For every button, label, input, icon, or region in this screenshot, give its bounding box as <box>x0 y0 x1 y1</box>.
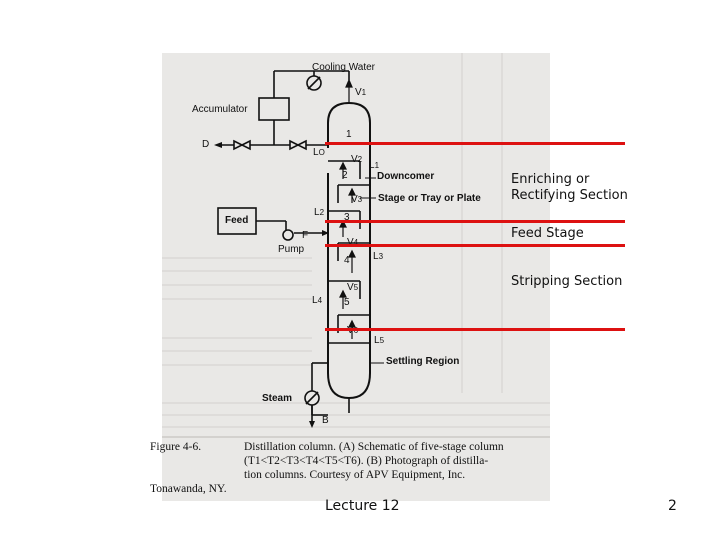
v5-label: V5 <box>347 282 359 293</box>
caption-line-4: Tonawanda, NY. <box>150 483 227 495</box>
lecture-label: Lecture 12 <box>325 498 400 514</box>
cooling-water-label: Cooling Water <box>312 62 375 73</box>
l3-label: L3 <box>373 251 384 262</box>
downcomer-label: Downcomer <box>377 171 435 182</box>
stage-5-label: 5 <box>344 297 350 308</box>
column-shell <box>327 101 371 373</box>
f-label: F <box>302 230 309 241</box>
pump-label: Pump <box>278 244 305 255</box>
pump <box>282 229 294 241</box>
distillation-column-figure: Cooling Water Accumulator D LO V1 1 V2 L… <box>150 53 550 501</box>
v3-label: V3 <box>351 194 363 205</box>
v1-label: V1 <box>355 87 367 98</box>
feed-label: Feed <box>225 215 249 226</box>
red-line-feed-upper <box>325 220 625 223</box>
enriching-section-label: Enriching or Rectifying Section <box>511 172 628 204</box>
l1-label: L1 <box>369 160 380 171</box>
red-line-top <box>325 142 625 145</box>
accumulator-label: Accumulator <box>192 104 248 115</box>
stripping-section-label: Stripping Section <box>511 274 623 289</box>
lo-label: LO <box>313 147 325 158</box>
l4-label: L4 <box>312 295 323 306</box>
red-line-bottom <box>325 328 625 331</box>
v2-label: V2 <box>351 154 363 165</box>
stage-1-label: 1 <box>346 129 352 140</box>
stage-tray-plate-label: Stage or Tray or Plate <box>378 193 481 204</box>
caption-line-2: (T1<T2<T3<T4<T5<T6). (B) Photograph of d… <box>244 455 489 467</box>
red-line-feed-lower <box>325 244 625 247</box>
accumulator-vessel <box>258 97 290 121</box>
column-schematic <box>162 53 550 438</box>
stage-2-label: 2 <box>342 170 348 181</box>
figure-number: Figure 4-6. <box>150 441 202 453</box>
l5-label: L5 <box>374 335 385 346</box>
page-number: 2 <box>668 498 677 514</box>
bottoms-label: B <box>322 415 329 426</box>
caption-line-1: Distillation column. (A) Schematic of fi… <box>244 441 504 453</box>
steam-label: Steam <box>262 393 293 404</box>
stage-3-label: 3 <box>344 212 350 223</box>
settling-region-label: Settling Region <box>386 356 460 367</box>
feed-stage-label: Feed Stage <box>511 226 584 241</box>
v4-label: V4 <box>347 237 359 248</box>
l2-label: L2 <box>314 207 325 218</box>
caption-line-3: tion columns. Courtesy of APV Equipment,… <box>244 469 466 481</box>
distillate-label: D <box>202 139 210 150</box>
stage-4-label: 4 <box>344 255 350 266</box>
